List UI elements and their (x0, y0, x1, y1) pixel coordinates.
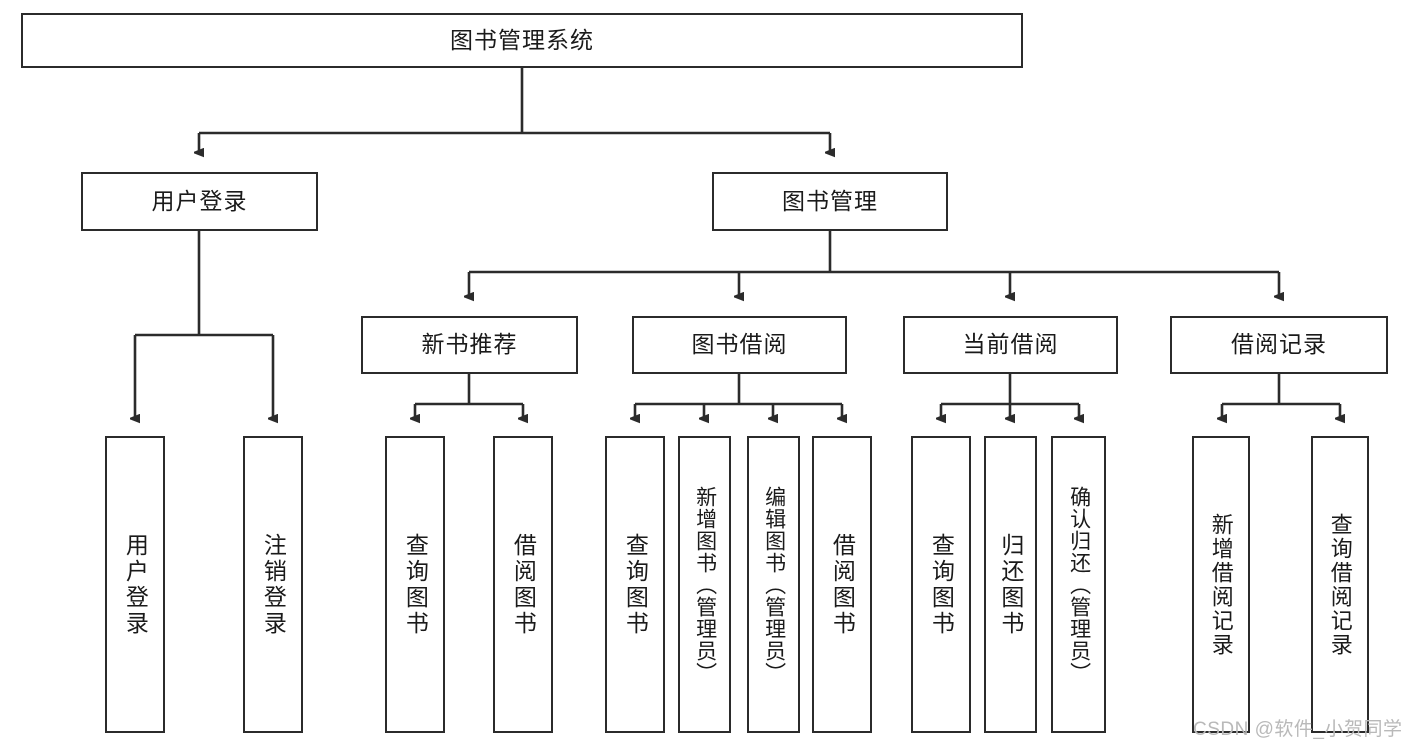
leaf-book-borrow-query[interactable]: 查询图书 (605, 436, 665, 733)
node-root-system[interactable]: 图书管理系统 (21, 13, 1023, 68)
leaf-user-login-login[interactable]: 用户登录 (105, 436, 165, 733)
leaf-new-book-query[interactable]: 查询图书 (385, 436, 445, 733)
node-book-borrow-label: 图书借阅 (691, 331, 788, 358)
node-current-borrow[interactable]: 当前借阅 (903, 316, 1118, 374)
leaf-book-borrow-edit-label: 编辑图书（管理员） (762, 485, 786, 684)
leaf-book-borrow-query-label: 查询图书 (622, 532, 649, 637)
node-new-book-recommend[interactable]: 新书推荐 (361, 316, 578, 374)
leaf-current-borrow-query[interactable]: 查询图书 (911, 436, 971, 733)
leaf-user-login-logout-label: 注销登录 (260, 532, 287, 637)
leaf-book-borrow-add[interactable]: 新增图书（管理员） (678, 436, 731, 733)
leaf-user-login-login-label: 用户登录 (122, 532, 149, 637)
node-book-borrow[interactable]: 图书借阅 (632, 316, 847, 374)
leaf-user-login-logout[interactable]: 注销登录 (243, 436, 303, 733)
leaf-book-borrow-borrow-label: 借阅图书 (829, 532, 856, 637)
leaf-current-borrow-confirm-label: 确认归还（管理员） (1067, 485, 1091, 684)
node-borrow-record-label: 借阅记录 (1231, 331, 1327, 358)
node-borrow-record[interactable]: 借阅记录 (1170, 316, 1388, 374)
node-user-login-label: 用户登录 (151, 187, 248, 214)
leaf-new-book-borrow-label: 借阅图书 (510, 532, 537, 637)
node-user-login[interactable]: 用户登录 (81, 172, 318, 231)
leaf-new-book-borrow[interactable]: 借阅图书 (493, 436, 553, 733)
leaf-current-borrow-confirm[interactable]: 确认归还（管理员） (1051, 436, 1106, 733)
leaf-current-borrow-query-label: 查询图书 (928, 532, 955, 637)
leaf-book-borrow-edit[interactable]: 编辑图书（管理员） (747, 436, 800, 733)
node-book-manage[interactable]: 图书管理 (712, 172, 948, 231)
leaf-current-borrow-return[interactable]: 归还图书 (984, 436, 1037, 733)
node-current-borrow-label: 当前借阅 (962, 331, 1059, 358)
leaf-book-borrow-borrow[interactable]: 借阅图书 (812, 436, 872, 733)
leaf-new-book-query-label: 查询图书 (402, 532, 429, 637)
node-root-system-label: 图书管理系统 (450, 26, 594, 53)
leaf-borrow-record-add-label: 新增借阅记录 (1208, 512, 1234, 657)
leaf-current-borrow-return-label: 归还图书 (997, 532, 1024, 637)
leaf-borrow-record-query-label: 查询借阅记录 (1327, 512, 1353, 657)
leaf-borrow-record-query[interactable]: 查询借阅记录 (1311, 436, 1369, 733)
leaf-book-borrow-add-label: 新增图书（管理员） (693, 485, 717, 684)
leaf-borrow-record-add[interactable]: 新增借阅记录 (1192, 436, 1250, 733)
node-book-manage-label: 图书管理 (782, 187, 878, 214)
node-new-book-recommend-label: 新书推荐 (421, 331, 518, 358)
